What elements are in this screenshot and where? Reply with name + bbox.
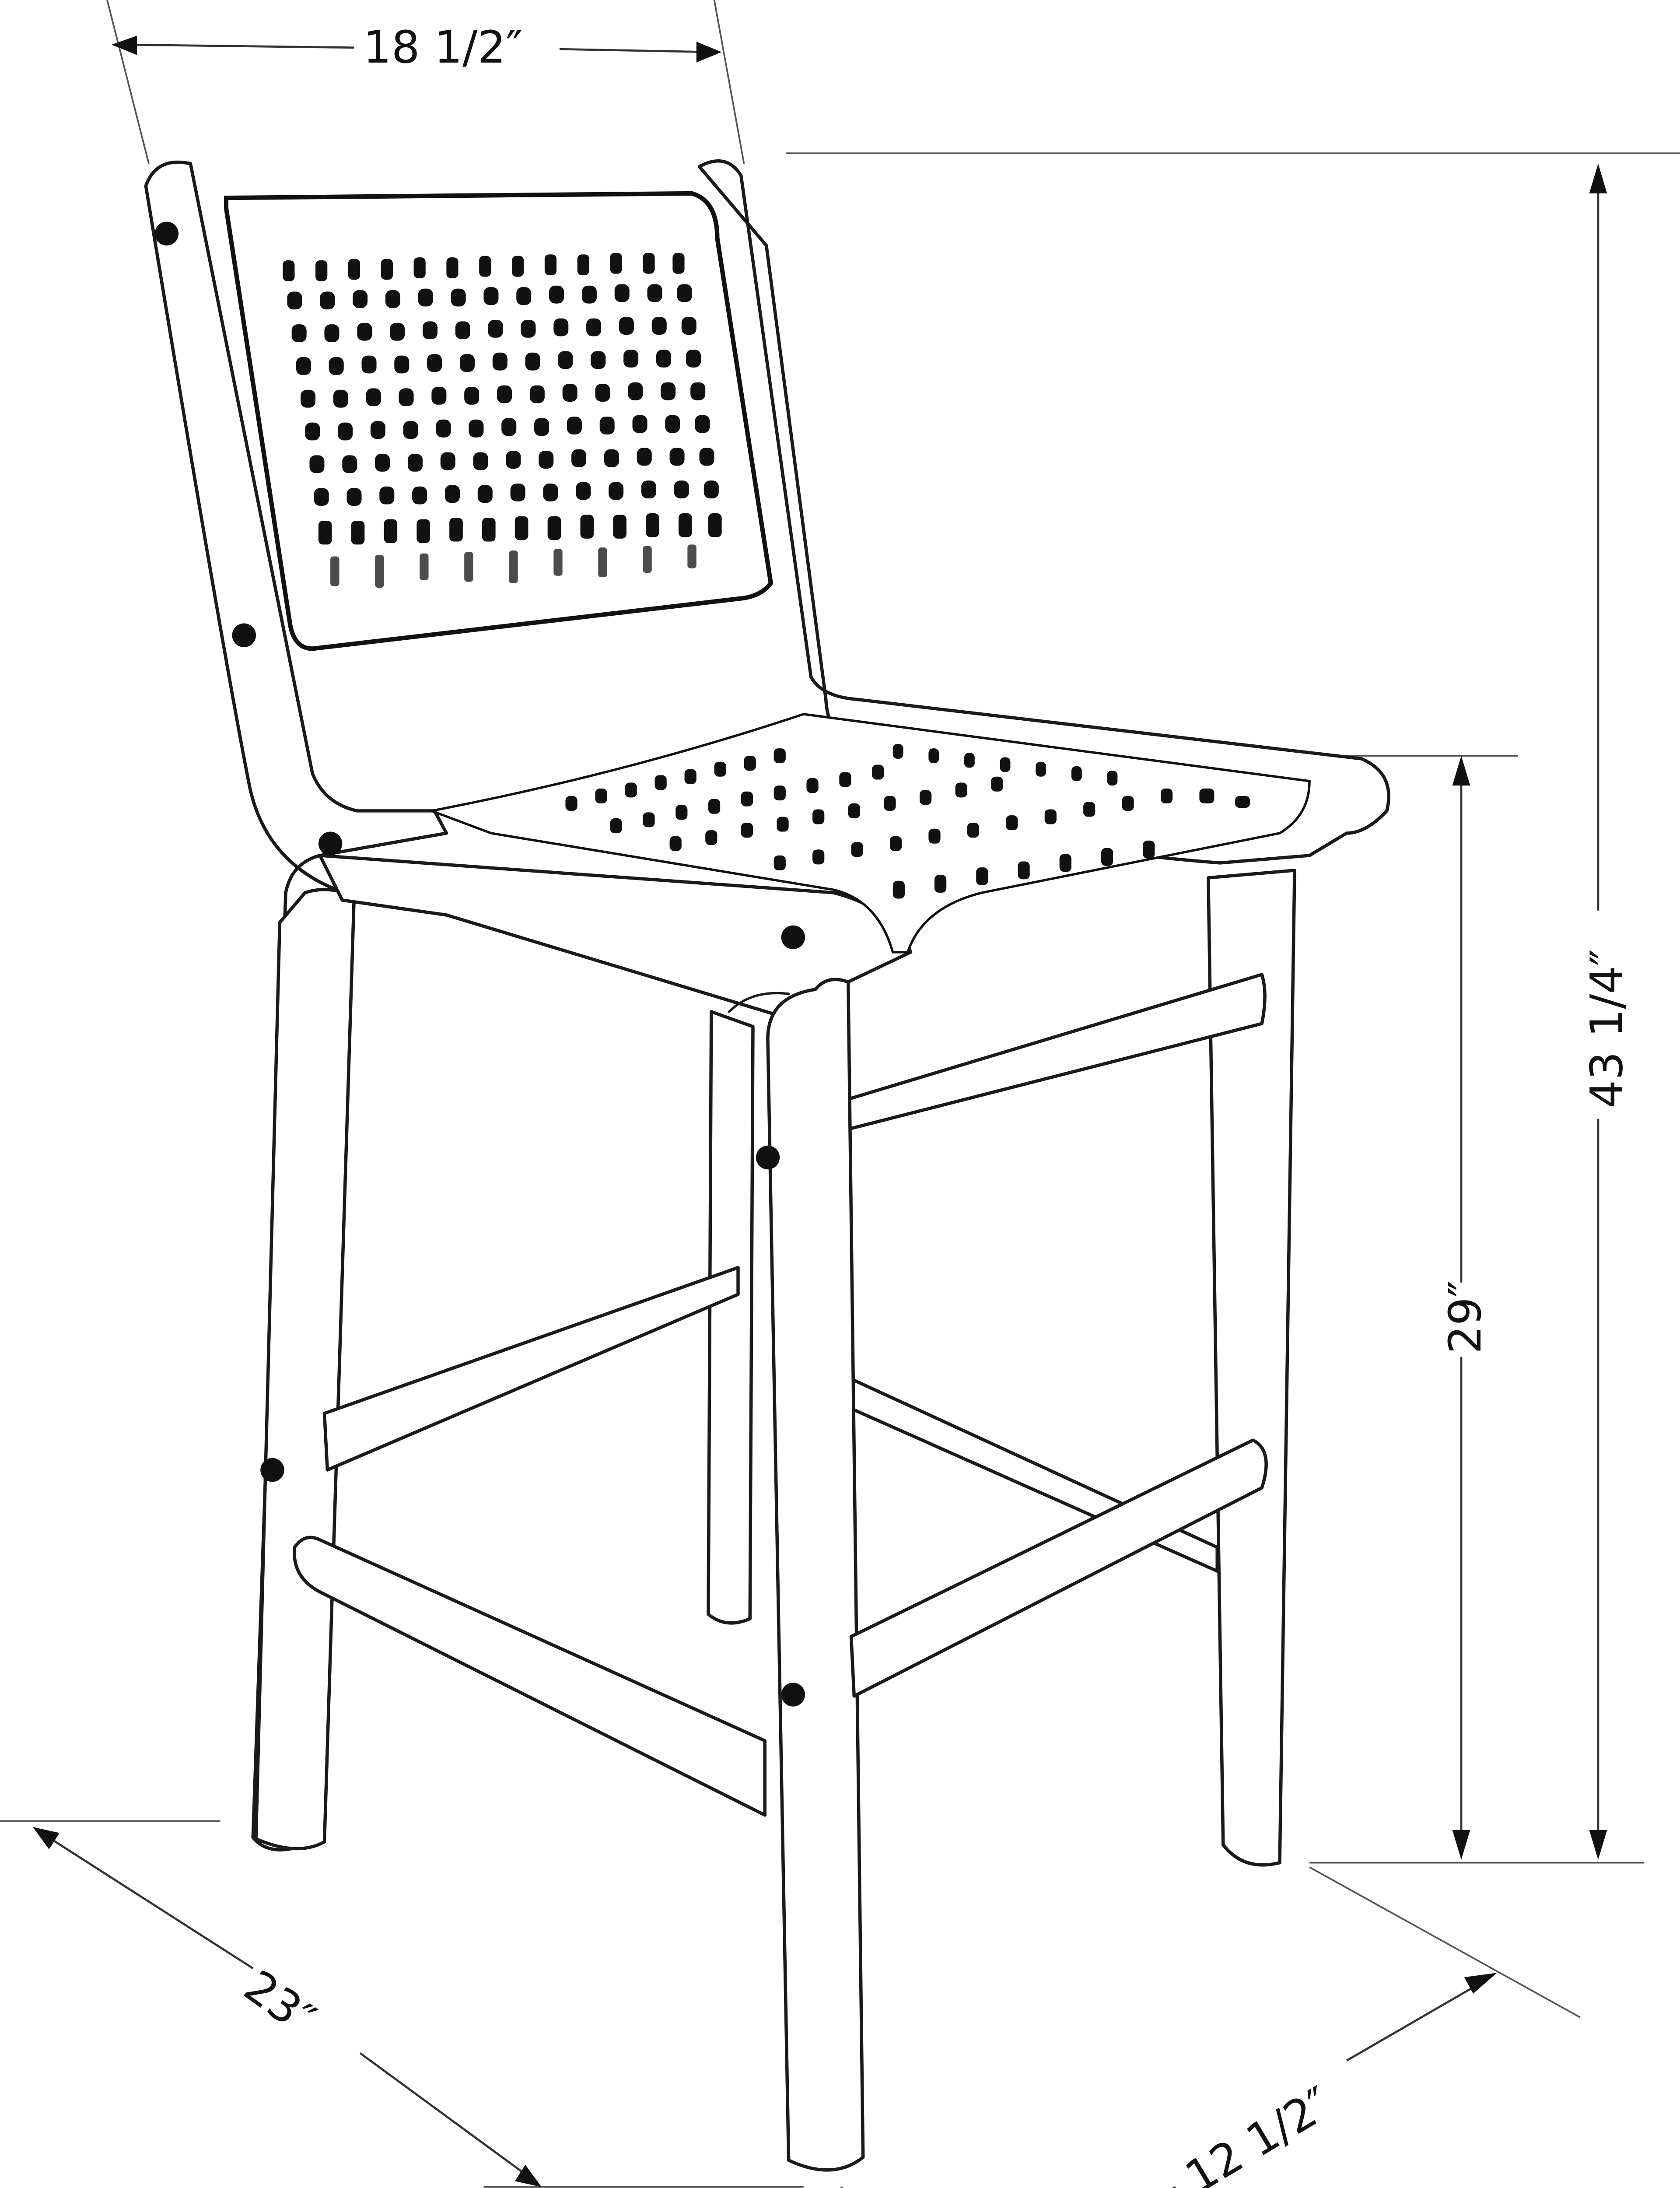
seat-weave-pattern <box>565 743 1250 899</box>
right-upper-rung <box>840 973 1267 1133</box>
backrest-weave-pattern <box>283 252 722 588</box>
seat-depth-label: 12 1/2″ <box>1177 2077 1340 2188</box>
seat-panel <box>427 713 1311 954</box>
left-lower-rung <box>322 1266 740 1472</box>
dimension-seat-height: 29″ <box>1439 756 1491 1860</box>
front-right-leg <box>766 978 865 2172</box>
front-footrest-rung <box>293 1536 766 1817</box>
depth-label: 23″ <box>234 1960 325 2046</box>
rear-side-rung <box>844 1375 1219 1573</box>
rear-right-leg <box>1207 869 1296 1867</box>
backrest-panel <box>224 191 774 651</box>
dimension-seat-depth: 12 1/2″ <box>1172 1973 1497 2188</box>
dimension-width: 18 1/2″ <box>112 21 722 74</box>
left-front-leg <box>254 888 356 1851</box>
overall-height-label: 43 1/4″ <box>1581 949 1633 1108</box>
right-footrest-rung <box>849 1438 1268 1698</box>
dimension-depth: 23″ <box>32 1827 542 2187</box>
rear-inner-leg <box>707 1010 755 1625</box>
dimension-overall-height: 43 1/4″ <box>1581 163 1633 1860</box>
bar-stool-drawing <box>144 159 1390 2172</box>
screw-dots <box>154 221 805 1707</box>
width-label: 18 1/2″ <box>363 21 523 74</box>
seat-height-label: 29″ <box>1439 1280 1491 1354</box>
